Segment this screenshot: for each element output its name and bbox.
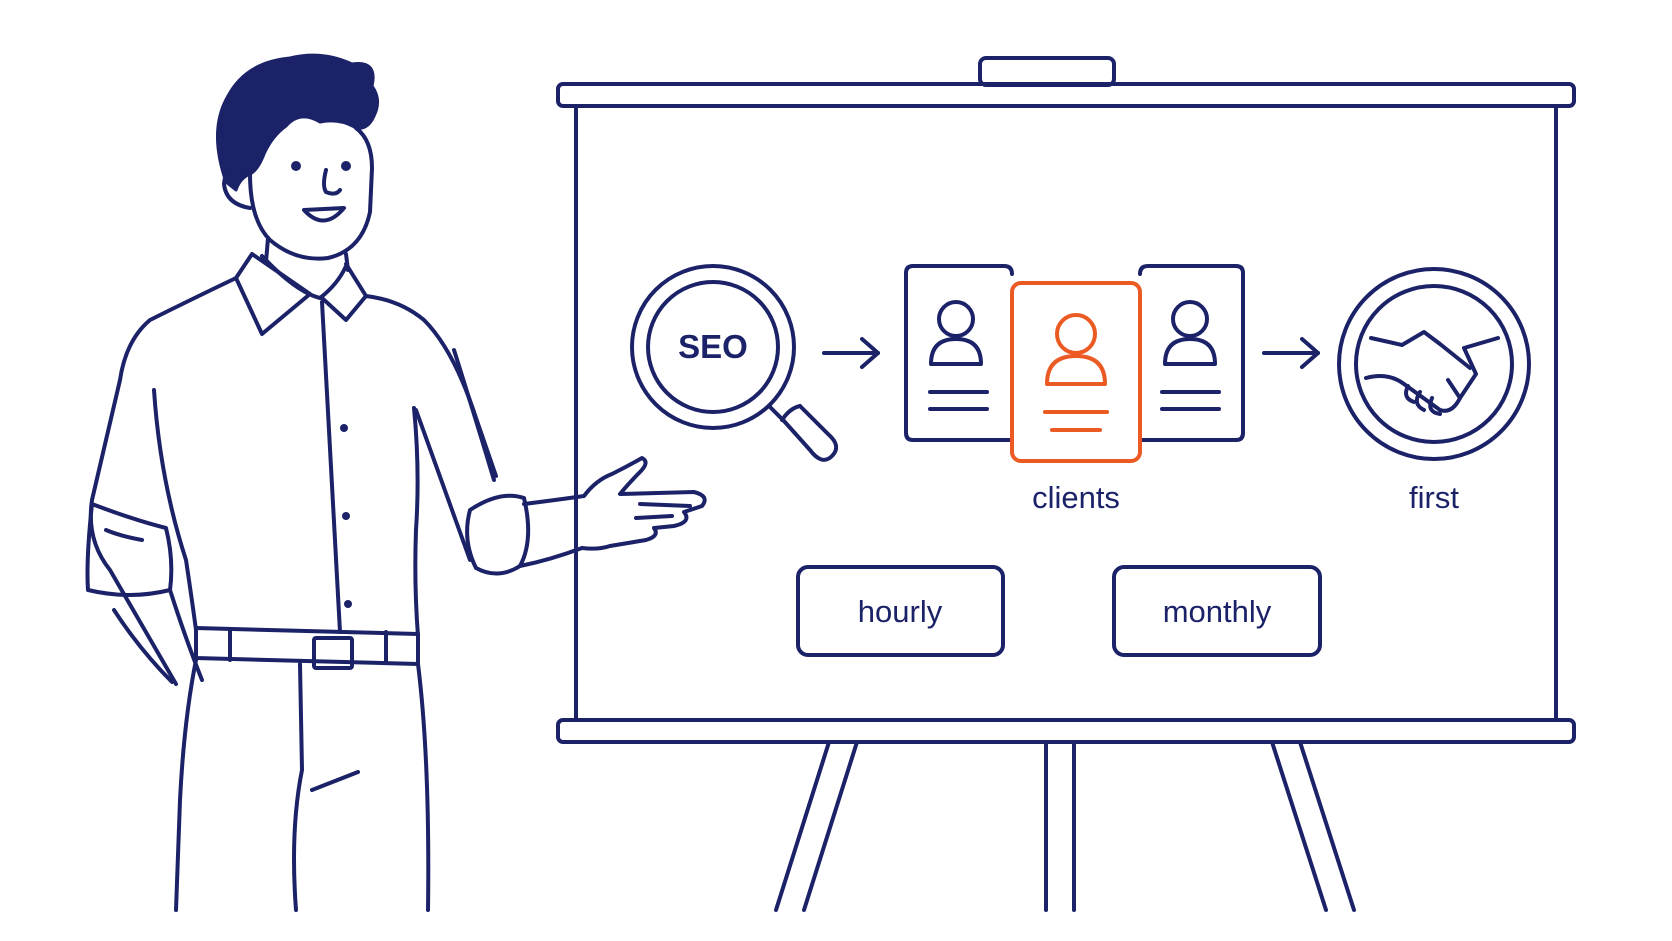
clients-label: clients	[1032, 480, 1120, 515]
option-hourly-label: hourly	[858, 594, 943, 629]
presenter-cuff	[465, 493, 531, 576]
person-card-icon	[1138, 264, 1245, 442]
funnel-diagram: SEO	[630, 264, 1531, 657]
presenter-smile	[302, 206, 346, 223]
easel-top-handle	[978, 56, 1116, 87]
easel-top-bar	[556, 82, 1576, 108]
presenter-figure	[85, 53, 707, 912]
presenter-right-eye	[341, 161, 351, 171]
option-monthly-label: monthly	[1163, 594, 1272, 629]
client-cards	[904, 264, 1245, 463]
person-card-highlighted-icon	[1010, 281, 1142, 463]
easel-legs	[774, 740, 1356, 912]
presenter-left-eye	[291, 161, 301, 171]
option-hourly-button[interactable]: hourly	[796, 565, 1005, 657]
seo-label: SEO	[678, 328, 748, 365]
presenter-face	[248, 126, 374, 261]
first-label: first	[1409, 480, 1459, 515]
handshake-icon	[1337, 267, 1531, 461]
magnifier-icon	[630, 264, 839, 462]
presenter-hair	[216, 53, 379, 192]
arrow-right-icon	[1262, 337, 1320, 369]
option-monthly-button[interactable]: monthly	[1112, 565, 1322, 657]
presenter-pants	[174, 658, 198, 912]
presenter-shirt	[88, 276, 238, 686]
arrow-right-icon	[822, 337, 880, 369]
presenter-hand	[522, 456, 707, 551]
presentation-easel	[556, 56, 1576, 912]
presenter-ear	[222, 167, 252, 210]
person-card-icon	[904, 264, 1014, 442]
easel-bottom-bar	[556, 718, 1576, 744]
